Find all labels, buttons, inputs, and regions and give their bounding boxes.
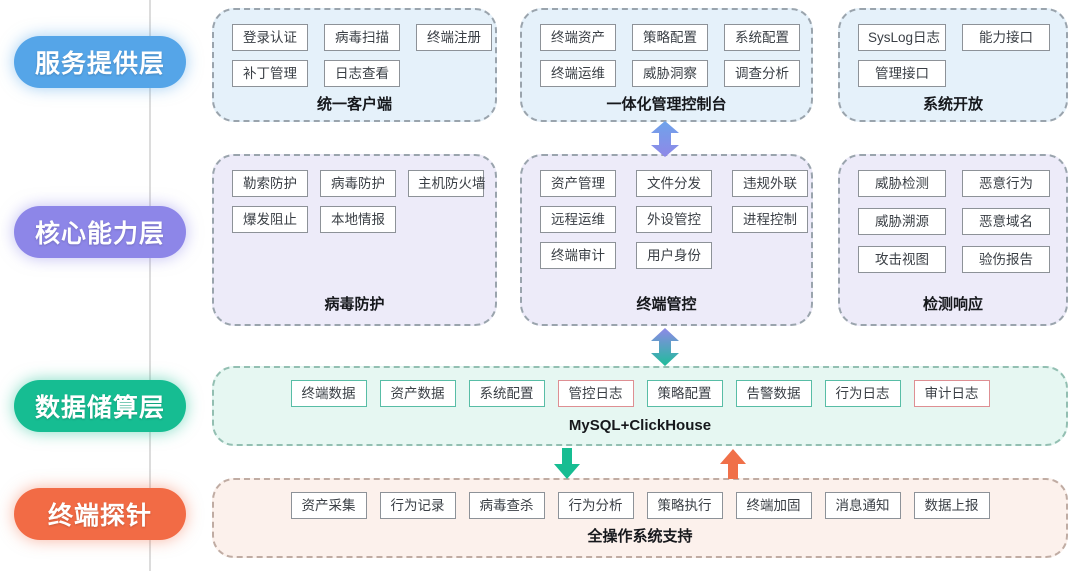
feature-box: 外设管控 (636, 206, 712, 233)
feature-box: 攻击视图 (858, 246, 946, 273)
feature-box: 勒索防护 (232, 170, 308, 197)
data-box: 审计日志 (913, 380, 990, 407)
layer-label: 数据储算层 (34, 394, 165, 422)
feature-box: 用户身份 (636, 242, 712, 269)
data-box: 系统配置 (468, 380, 545, 407)
feature-box: SysLog日志 (858, 24, 946, 51)
box-row: 资产采集 行为记录 病毒查杀 行为分析 策略执行 终端加固 消息通知 数据上报 (232, 492, 1048, 519)
panel-detection-response: 威胁检测 恶意行为 威胁溯源 恶意域名 攻击视图 验伤报告 检测响应 (838, 154, 1068, 326)
data-box: 策略配置 (646, 380, 723, 407)
feature-box: 终端注册 (416, 24, 492, 51)
box-row: 威胁检测 恶意行为 (858, 170, 1050, 197)
feature-box: 验伤报告 (962, 246, 1050, 273)
layer-pill-core: 核心能力层 (14, 206, 186, 258)
layer-pill-data: 数据储算层 (14, 380, 186, 432)
feature-box: 登录认证 (232, 24, 308, 51)
feature-box: 本地情报 (320, 206, 396, 233)
left-axis-line (149, 0, 151, 571)
box-row: 终端资产 策略配置 系统配置 (540, 24, 800, 51)
box-row: 威胁溯源 恶意域名 (858, 208, 1050, 235)
double-arrow-icon (651, 328, 679, 366)
box-row: 管理接口 (858, 60, 1048, 87)
layer-label: 服务提供层 (34, 50, 165, 78)
feature-box: 补丁管理 (232, 60, 308, 87)
box-row: 补丁管理 日志查看 (232, 60, 477, 87)
feature-box: 终端运维 (540, 60, 616, 87)
down-arrow-icon (554, 448, 580, 479)
agent-box: 策略执行 (646, 492, 723, 519)
agent-box: 行为分析 (557, 492, 634, 519)
feature-box: 威胁溯源 (858, 208, 946, 235)
feature-box: 管理接口 (858, 60, 946, 87)
panel-endpoint-control: 资产管理 文件分发 违规外联 远程运维 外设管控 进程控制 终端审计 用户身份 … (520, 154, 813, 326)
feature-box: 病毒防护 (320, 170, 396, 197)
panel-title: 系统开放 (922, 96, 983, 113)
feature-box: 能力接口 (962, 24, 1050, 51)
feature-box: 调查分析 (724, 60, 800, 87)
feature-box: 终端审计 (540, 242, 616, 269)
agent-box: 消息通知 (824, 492, 901, 519)
data-box: 终端数据 (290, 380, 367, 407)
data-box: 资产数据 (379, 380, 456, 407)
panel-antivirus: 勒索防护 病毒防护 主机防火墙 爆发阻止 本地情报 病毒防护 (212, 154, 497, 326)
panel-title: MySQL+ClickHouse (568, 417, 712, 434)
box-row: 攻击视图 验伤报告 (858, 246, 1050, 273)
feature-box: 违规外联 (732, 170, 808, 197)
feature-box: 远程运维 (540, 206, 616, 233)
feature-box: 日志查看 (324, 60, 400, 87)
panel-management-console: 终端资产 策略配置 系统配置 终端运维 威胁洞察 调查分析 一体化管理控制台 (520, 8, 813, 122)
feature-box: 资产管理 (540, 170, 616, 197)
double-arrow-icon (651, 121, 679, 157)
agent-box: 病毒查杀 (468, 492, 545, 519)
feature-box: 终端资产 (540, 24, 616, 51)
agent-box: 行为记录 (379, 492, 456, 519)
box-row: 远程运维 外设管控 进程控制 (540, 206, 808, 233)
box-row: 终端审计 用户身份 (540, 242, 793, 269)
layer-label: 核心能力层 (34, 220, 165, 248)
layer-pill-service: 服务提供层 (14, 36, 186, 88)
box-row: 爆发阻止 本地情报 (232, 206, 477, 233)
box-row: 勒索防护 病毒防护 主机防火墙 (232, 170, 486, 197)
panel-title: 一体化管理控制台 (606, 96, 727, 113)
panel-unified-client: 登录认证 病毒扫描 终端注册 补丁管理 日志查看 统一客户端 (212, 8, 497, 122)
box-row: 终端数据 资产数据 系统配置 管控日志 策略配置 告警数据 行为日志 审计日志 (232, 380, 1048, 407)
feature-box: 文件分发 (636, 170, 712, 197)
panel-title: 病毒防护 (324, 296, 385, 313)
feature-box: 策略配置 (632, 24, 708, 51)
data-box: 告警数据 (735, 380, 812, 407)
up-arrow-icon (720, 449, 746, 479)
box-row: SysLog日志 能力接口 (858, 24, 1050, 51)
panel-title: 检测响应 (922, 296, 983, 313)
feature-box: 威胁检测 (858, 170, 946, 197)
panel-data-storage: 终端数据 资产数据 系统配置 管控日志 策略配置 告警数据 行为日志 审计日志 … (212, 366, 1068, 446)
feature-box: 威胁洞察 (632, 60, 708, 87)
feature-box: 病毒扫描 (324, 24, 400, 51)
box-row: 登录认证 病毒扫描 终端注册 (232, 24, 492, 51)
panel-title: 全操作系统支持 (587, 528, 693, 545)
panel-system-open: SysLog日志 能力接口 管理接口 系统开放 (838, 8, 1068, 122)
feature-box: 恶意行为 (962, 170, 1050, 197)
panel-agent: 资产采集 行为记录 病毒查杀 行为分析 策略执行 终端加固 消息通知 数据上报 … (212, 478, 1068, 558)
box-row: 资产管理 文件分发 违规外联 (540, 170, 808, 197)
agent-box: 资产采集 (290, 492, 367, 519)
feature-box: 恶意域名 (962, 208, 1050, 235)
feature-box: 进程控制 (732, 206, 808, 233)
layer-pill-probe: 终端探针 (14, 488, 186, 540)
data-box: 管控日志 (557, 380, 634, 407)
layer-label: 终端探针 (47, 502, 152, 530)
feature-box: 系统配置 (724, 24, 800, 51)
feature-box: 主机防火墙 (408, 170, 486, 197)
feature-box: 爆发阻止 (232, 206, 308, 233)
data-box: 行为日志 (824, 380, 901, 407)
agent-box: 终端加固 (735, 492, 812, 519)
panel-title: 终端管控 (636, 296, 697, 313)
box-row: 终端运维 威胁洞察 调查分析 (540, 60, 800, 87)
agent-box: 数据上报 (913, 492, 990, 519)
panel-title: 统一客户端 (316, 96, 392, 113)
